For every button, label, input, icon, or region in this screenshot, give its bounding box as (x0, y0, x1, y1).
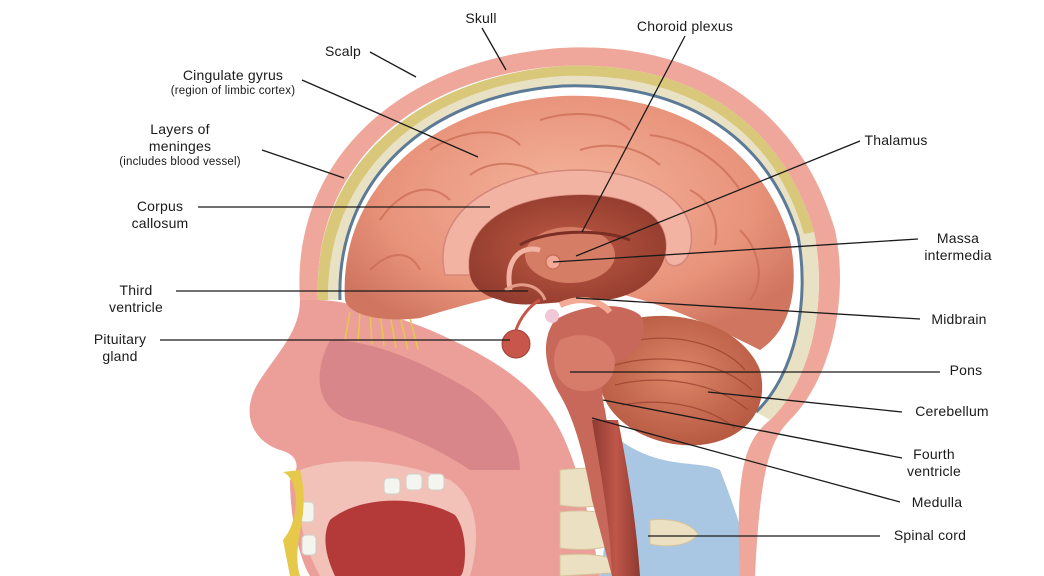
label-meninges-line2: meninges (148, 138, 212, 154)
label-pons: Pons (938, 362, 994, 379)
leader-medulla (591, 417, 901, 503)
leader-thalamus (575, 140, 861, 257)
leader-scalp (369, 51, 417, 78)
pons (554, 335, 615, 392)
leader-choroid (581, 35, 686, 233)
teeth (299, 473, 445, 556)
label-cerebellum-text: Cerebellum (915, 403, 989, 419)
label-thalamus-text: Thalamus (864, 132, 928, 148)
cerebellar-folia (614, 337, 753, 429)
thalamus (525, 227, 615, 283)
pituitary-gland (501, 329, 531, 359)
label-midbrain-text: Midbrain (931, 311, 987, 327)
label-spinal-cord: Spinal cord (882, 527, 978, 544)
label-pituitary-gland: Pituitary gland (80, 331, 160, 365)
label-third-line1: Third (119, 282, 153, 298)
label-choroid-plexus: Choroid plexus (622, 18, 748, 35)
neck-back (600, 440, 755, 576)
label-thalamus: Thalamus (858, 132, 934, 149)
label-scalp-text: Scalp (324, 43, 362, 59)
leader-midbrain (575, 297, 921, 320)
label-meninges: Layers of meninges (includes blood vesse… (98, 121, 262, 170)
label-fourth-ventricle: Fourth ventricle (896, 446, 972, 480)
leader-cingulate (301, 79, 479, 158)
lip (283, 470, 304, 576)
label-choroid-plexus-text: Choroid plexus (636, 18, 734, 34)
label-scalp: Scalp (318, 43, 368, 60)
tongue (325, 500, 465, 576)
label-cingulate-gyrus: Cingulate gyrus (region of limbic cortex… (148, 67, 318, 99)
label-meninges-line1: Layers of (150, 121, 210, 137)
pineal (545, 309, 559, 323)
midbrain-tectum (558, 297, 613, 315)
label-fourth-line1: Fourth (913, 446, 955, 462)
label-corpus-line2: callosum (131, 215, 189, 231)
nasal-cavity (319, 340, 520, 470)
label-midbrain: Midbrain (922, 311, 996, 328)
label-pons-text: Pons (949, 362, 983, 378)
label-spinal-cord-text: Spinal cord (893, 527, 967, 543)
leader-lines (160, 27, 940, 537)
label-cerebellum: Cerebellum (904, 403, 1000, 420)
label-corpus-callosum: Corpus callosum (120, 198, 200, 232)
fornix (506, 246, 541, 291)
label-meninges-sub: (includes blood vessel) (119, 156, 241, 168)
label-third-ventricle: Third ventricle (96, 282, 176, 316)
cerebellum (596, 315, 763, 446)
label-fourth-line2: ventricle (907, 463, 961, 479)
label-cingulate-gyrus-sub: (region of limbic cortex) (170, 85, 296, 97)
leader-meninges (261, 149, 345, 179)
label-corpus-line1: Corpus (136, 198, 184, 214)
leader-cerebellum (707, 391, 903, 413)
label-pituitary-line1: Pituitary (93, 331, 147, 347)
leader-fourth (602, 399, 903, 459)
label-third-line2: ventricle (109, 299, 163, 315)
choroid-plexus (519, 230, 631, 247)
cerebral-gyri (369, 113, 760, 301)
meninges-layer (338, 84, 804, 414)
label-medulla-text: Medulla (911, 494, 963, 510)
label-medulla: Medulla (902, 494, 972, 511)
label-skull-text: Skull (465, 10, 497, 26)
label-massa-line1: Massa (936, 230, 980, 246)
label-massa-intermedia: Massa intermedia (918, 230, 998, 264)
label-skull: Skull (452, 10, 510, 27)
label-massa-line2: intermedia (924, 247, 992, 263)
leader-massa (552, 238, 919, 263)
spinal-cord (592, 420, 640, 576)
leader-skull (481, 27, 507, 71)
label-cingulate-gyrus-text: Cingulate gyrus (182, 67, 284, 83)
label-pituitary-line2: gland (102, 348, 138, 364)
pituitary-stalk (514, 298, 541, 331)
third-ventricle (504, 283, 547, 301)
